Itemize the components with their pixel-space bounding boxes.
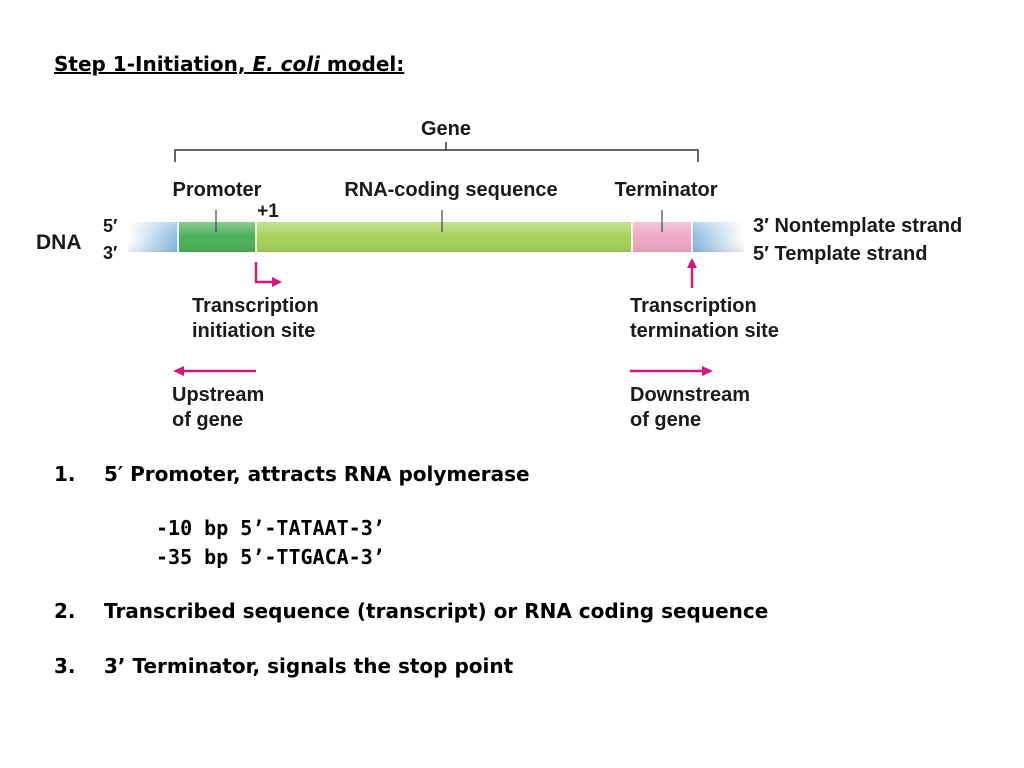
dna-bar [128,222,744,252]
termination-label-line2: termination site [630,320,779,342]
terminator-label: Terminator [615,179,718,201]
slide-title: Step 1-Initiation, E. coli model: [54,52,404,76]
title-prefix: Step 1-Initiation, [54,52,253,76]
downstream-arrow [630,366,713,376]
termination-label-line1: Transcription [630,295,757,317]
dna-label: DNA [36,231,82,254]
point-3: 3. 3’ Terminator, signals the stop point [54,654,513,678]
point-2: 2. Transcribed sequence (transcript) or R… [54,599,768,623]
nontemplate-strand-label: 3′ Nontemplate strand [753,215,962,237]
point-3-number: 3. [54,654,76,678]
plus-one-label: +1 [257,201,279,222]
initiation-label-line1: Transcription [192,295,319,317]
template-strand-label: 5′ Template strand [753,243,927,265]
point-1-text: 5′ Promoter, attracts RNA polymerase [104,462,530,486]
upstream-arrow [173,366,256,376]
downstream-label-line1: Downstream [630,384,750,406]
gene-label: Gene [421,118,471,140]
left-bottom-end: 3′ [103,243,117,263]
title-suffix: model: [319,52,405,76]
promoter-label: Promoter [173,179,262,201]
sequence-minus-10: -10 bp 5’-TATAAT-3’ [156,516,385,540]
termination-arrow [687,258,697,288]
title-italic: E. coli [252,52,320,76]
initiation-arrow [254,262,282,287]
point-2-number: 2. [54,599,76,623]
initiation-label-line2: initiation site [192,320,315,342]
upstream-label-line1: Upstream [172,384,264,406]
point-2-text: Transcribed sequence (transcript) or RNA… [104,599,769,623]
point-3-text: 3’ Terminator, signals the stop point [104,654,514,678]
upstream-label-line2: of gene [172,409,243,431]
point-1: 1. 5′ Promoter, attracts RNA polymerase [54,462,530,486]
sequence-minus-35: -35 bp 5’-TTGACA-3’ [156,545,385,569]
coding-label: RNA-coding sequence [344,179,557,201]
left-top-end: 5′ [103,216,117,236]
downstream-label-line2: of gene [630,409,701,431]
gene-bracket [174,142,699,162]
gene-diagram: Gene Promoter +1 RNA-coding sequence Ter… [36,118,962,431]
point-1-number: 1. [54,462,76,486]
